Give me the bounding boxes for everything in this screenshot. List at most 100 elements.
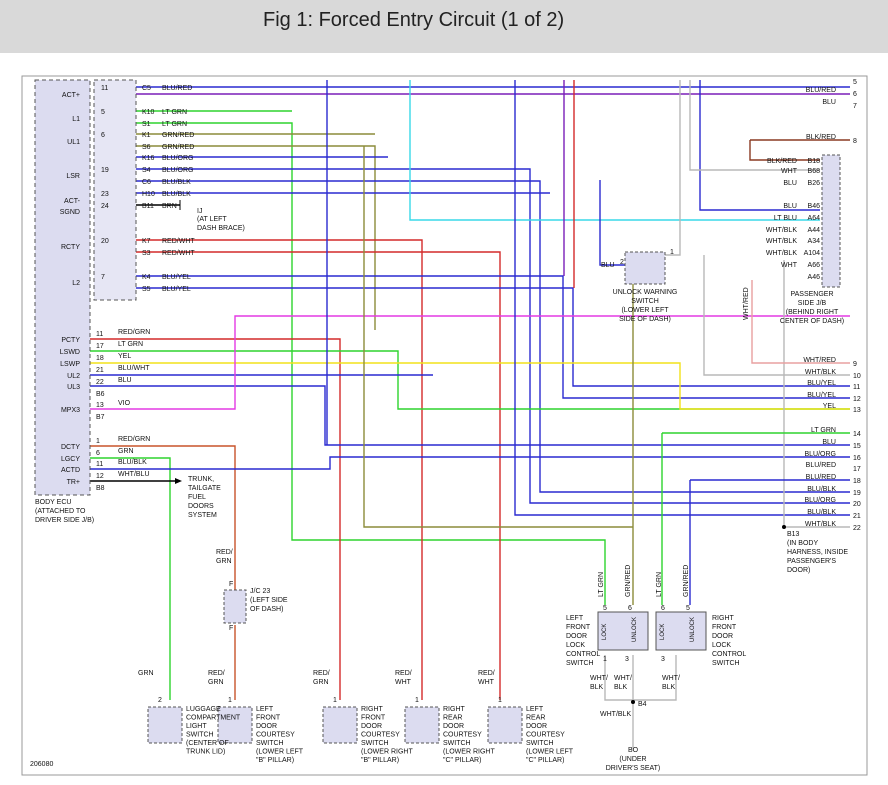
courtesy-wire: RED/ xyxy=(313,670,330,677)
passenger-jb-label: CENTER OF DASH) xyxy=(780,318,844,325)
courtesy-label: COURTESY xyxy=(443,732,482,739)
courtesy-label: "C" PILLAR) xyxy=(443,757,481,764)
passenger-jb-label: SIDE J/B xyxy=(798,300,827,307)
ecu-pin-label: ACTD xyxy=(61,467,80,474)
ground-ij-caption: DASH BRACE) xyxy=(197,225,245,232)
b13-label: B13 xyxy=(787,531,800,538)
courtesy-label: COURTESY xyxy=(361,732,400,739)
right-terminal-num: 22 xyxy=(853,525,861,532)
lower-pin-num: B6 xyxy=(96,391,105,398)
lower-pin-num: B7 xyxy=(96,414,105,421)
courtesy-label: LUGGAGE xyxy=(186,706,221,713)
left-lock-switch-pin: 5 xyxy=(603,605,607,612)
b4-wire-above: BLK xyxy=(590,684,604,691)
unlock-pin: 2 xyxy=(620,259,624,266)
title-bar: Fig 1: Forced Entry Circuit (1 of 2) xyxy=(0,0,888,53)
left-lock-switch-pin: 6 xyxy=(628,605,632,612)
right-lock-label: SWITCH xyxy=(712,660,740,667)
connector-pin: S5 xyxy=(142,286,151,293)
wire-color-label: BLU/BLK xyxy=(162,179,191,186)
left-lock-switch-unlock: UNLOCK xyxy=(632,617,638,642)
ecu-pin-label: L1 xyxy=(72,116,80,123)
ecu-pin-label: PCTY xyxy=(61,337,80,344)
jb-wire-color: WHT xyxy=(781,168,798,175)
wire-wht-blk xyxy=(640,655,677,701)
wire-color-label: BLU/BLK xyxy=(162,191,191,198)
courtesy-wire: GRN xyxy=(208,679,224,686)
b13-label: HARNESS, INSIDE xyxy=(787,549,848,556)
body-ecu-box xyxy=(34,79,91,496)
ecu-caption: (ATTACHED TO xyxy=(35,508,86,515)
right-lock-switch-unlock: UNLOCK xyxy=(690,617,696,642)
courtesy-label: "B" PILLAR) xyxy=(361,757,399,764)
wire-wht-red xyxy=(751,280,850,364)
wire-lt-blu xyxy=(409,80,820,221)
courtesy-wire: RED/ xyxy=(395,670,412,677)
jb-pin: A64 xyxy=(808,215,821,222)
courtesy-wire: RED/ xyxy=(208,670,225,677)
courtesy-label: "B" PILLAR) xyxy=(256,757,294,764)
arrow-icon xyxy=(175,478,182,484)
courtesy-pin: 1 xyxy=(333,697,337,704)
trunk-label: DOORS xyxy=(188,503,214,510)
courtesy-wire: WHT xyxy=(478,679,495,686)
ecu-connector-block xyxy=(93,79,137,301)
ecu-pin-label: L2 xyxy=(72,280,80,287)
right-terminal-num: 5 xyxy=(853,79,857,86)
unlock-switch-label: UNLOCK WARNING xyxy=(613,289,678,296)
wire-blk-red xyxy=(749,140,820,161)
courtesy-label: DOOR xyxy=(443,723,464,730)
right-lock-label: LOCK xyxy=(712,642,731,649)
wire-yel xyxy=(90,362,850,410)
left-lock-label: LEFT xyxy=(566,615,584,622)
courtesy-label: RIGHT xyxy=(361,706,384,713)
wire-color-label: RED/WHT xyxy=(162,250,195,257)
courtesy-label: LEFT xyxy=(256,706,274,713)
ecu-pin-label: UL3 xyxy=(67,384,80,391)
courtesy-label: REAR xyxy=(526,715,545,722)
ground-dot xyxy=(631,700,635,704)
connector-num: 5 xyxy=(101,109,105,116)
passenger-jb-label: (BEHIND RIGHT xyxy=(786,309,839,316)
ecu-pin-label: LSWP xyxy=(60,361,80,368)
ecu-pin-label: LGCY xyxy=(61,456,80,463)
courtesy-label: "C" PILLAR) xyxy=(526,757,564,764)
ecu-pin-label: MPX3 xyxy=(61,407,80,414)
left-lock-label: DOOR xyxy=(566,633,587,640)
right-terminal-num: 7 xyxy=(853,103,857,110)
passenger-jb-box xyxy=(821,154,841,288)
courtesy-wire: RED/ xyxy=(478,670,495,677)
jb-wire-color: BLU xyxy=(783,203,797,210)
ecu-caption: BODY ECU xyxy=(35,499,71,506)
connector-pin: C5 xyxy=(142,85,151,92)
right-terminal-num: 17 xyxy=(853,466,861,473)
jc23-label: (LEFT SIDE xyxy=(250,597,288,604)
lower-wire-color: VIO xyxy=(118,400,131,407)
jb-wire-color: WHT/BLK xyxy=(766,238,797,245)
wire-blu-org xyxy=(136,168,850,504)
figure-id: 206080 xyxy=(30,761,53,768)
wire-color-label: LT GRN xyxy=(162,121,187,128)
connector-pin: H10 xyxy=(142,191,155,198)
ecu-pin-label: LSR xyxy=(66,173,80,180)
jb-pin: B18 xyxy=(808,158,821,165)
ecu-pin-label: DCTY xyxy=(61,444,80,451)
courtesy-pin: 1 xyxy=(415,697,419,704)
right-wire-color: BLU/RED xyxy=(806,462,836,469)
lower-wire-color: RED/GRN xyxy=(118,329,150,336)
jc23-label: OF DASH) xyxy=(250,606,283,613)
unlock-warning-switch xyxy=(624,251,666,285)
courtesy-label: LIGHT xyxy=(186,723,207,730)
wire-lt-grn xyxy=(136,122,606,605)
left-lock-switch-pin: 1 xyxy=(603,656,607,663)
courtesy-label: RIGHT xyxy=(443,706,466,713)
connector-pin: S3 xyxy=(142,250,151,257)
courtesy-label: LEFT xyxy=(526,706,544,713)
diagram-frame xyxy=(21,75,868,776)
unlock-switch-label: SWITCH xyxy=(631,298,659,305)
splice-dot xyxy=(782,525,786,529)
b4-pin: B4 xyxy=(638,701,647,708)
connector-num: 11 xyxy=(101,85,108,92)
jc23-wire: GRN xyxy=(216,558,232,565)
